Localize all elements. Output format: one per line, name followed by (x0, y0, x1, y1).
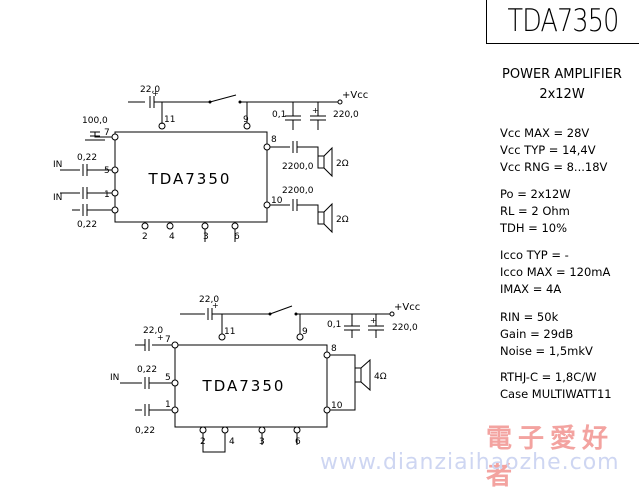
svg-text:11: 11 (164, 115, 175, 125)
svg-text:6: 6 (234, 232, 240, 242)
spec-imax: IMAX = 4A (500, 282, 561, 296)
circuit-bottom: TDA7350 7 5 1 11 9 8 10 2 4 3 6 (110, 295, 420, 453)
svg-text:+: + (157, 333, 164, 342)
svg-text:4: 4 (229, 437, 235, 447)
cap-label-bottom-in2: 0,22 (135, 426, 155, 436)
in-label-top-1: IN (53, 160, 62, 170)
svg-text:10: 10 (271, 196, 283, 206)
svg-text:4: 4 (169, 232, 175, 242)
svg-text:9: 9 (243, 115, 249, 125)
ic-body-top (114, 131, 268, 223)
vcc-label-bottom: +Vcc (394, 302, 420, 313)
in-label-top-2: IN (53, 193, 62, 203)
svg-text:5: 5 (104, 166, 110, 176)
subtitle-line2: 2x12W (539, 87, 585, 102)
spec-icco-typ: Icco TYP = - (500, 248, 569, 262)
watermark-chinese: 電子愛好者 (486, 424, 615, 491)
svg-text:7: 7 (104, 128, 110, 138)
svg-text:7: 7 (165, 335, 171, 345)
spec-case: Case MULTIWATT11 (500, 387, 612, 401)
circuit-top: TDA7350 7 5 1 11 9 8 10 2 4 3 6 (53, 85, 368, 242)
svg-text:5: 5 (165, 373, 171, 383)
in-label-bottom: IN (110, 373, 119, 383)
svg-text:6: 6 (295, 437, 301, 447)
spec-vcc-rng: Vcc RNG = 8...18V (500, 160, 608, 174)
svg-text:+: + (152, 89, 159, 98)
cap-label-bottom-01: 0,1 (327, 320, 341, 330)
circuit-svg: POWER AMPLIFIER 2x12W Vcc MAX = 28V Vcc … (53, 67, 622, 453)
spec-icco-max: Icco MAX = 120mA (500, 265, 610, 279)
schematic-canvas: TDA7350 電子愛好者 www.dianziaihaozhe.com POW… (53, 0, 639, 491)
cap-label-bottom-pin7: 22,0 (143, 326, 163, 336)
svg-text:11: 11 (224, 327, 235, 337)
spec-po: Po = 2x12W (500, 187, 571, 201)
spec-tdh: TDH = 10% (499, 221, 567, 235)
cap-label-top-22: 22,0 (140, 85, 160, 95)
cap-label-bottom-220: 220,0 (392, 323, 418, 333)
page-title: TDA7350 (507, 3, 619, 39)
svg-text:3: 3 (203, 232, 209, 242)
subtitle-line1: POWER AMPLIFIER (502, 67, 622, 82)
cap-label-top-in2: 0,22 (77, 220, 97, 230)
spk-label-bottom: 4Ω (374, 372, 387, 382)
cap-label-top-out1: 2200,0 (282, 162, 314, 172)
ic-label-bottom: TDA7350 (202, 377, 286, 395)
title-box: TDA7350 (486, 0, 639, 44)
spk-label-top-2: 2Ω (336, 215, 349, 225)
spec-gain: Gain = 29dB (500, 327, 573, 341)
cap-label-top-out2: 2200,0 (282, 186, 314, 196)
cap-label-bottom-22: 22,0 (199, 295, 219, 305)
svg-text:+: + (212, 301, 219, 310)
spec-rin: RIN = 50k (500, 310, 559, 324)
svg-text:8: 8 (331, 344, 337, 354)
ic-label-top: TDA7350 (148, 170, 232, 188)
spec-list: Vcc MAX = 28V Vcc TYP = 14,4V Vcc RNG = … (499, 126, 612, 401)
svg-text:2: 2 (142, 232, 148, 242)
spk-label-top-1: 2Ω (336, 159, 349, 169)
spec-vcc-typ: Vcc TYP = 14,4V (500, 143, 596, 157)
svg-text:10: 10 (331, 401, 343, 411)
spec-vcc-max: Vcc MAX = 28V (500, 126, 589, 140)
svg-text:+: + (370, 316, 377, 325)
cap-label-top-01: 0,1 (272, 110, 286, 120)
svg-text:1: 1 (104, 190, 110, 200)
svg-text:+: + (312, 106, 319, 115)
cap-label-top-100: 100,0 (82, 116, 108, 126)
cap-label-top-in1: 0,22 (77, 153, 97, 163)
svg-text:8: 8 (271, 135, 277, 145)
spec-noise: Noise = 1,5mkV (500, 344, 593, 358)
spec-rthj: RTHJ-C = 1,8C/W (500, 370, 597, 384)
vcc-label-top: +Vcc (342, 90, 368, 101)
pin-numbers-top: 7 5 1 11 9 8 10 2 4 3 6 (104, 115, 283, 242)
svg-text:9: 9 (302, 327, 308, 337)
cap-label-top-220: 220,0 (333, 110, 359, 120)
watermark-url: www.dianziaihaozhe.com (320, 450, 620, 475)
cap-label-bottom-in1: 0,22 (137, 365, 157, 375)
spec-rl: RL = 2 Ohm (500, 204, 570, 218)
svg-text:1: 1 (165, 400, 171, 410)
